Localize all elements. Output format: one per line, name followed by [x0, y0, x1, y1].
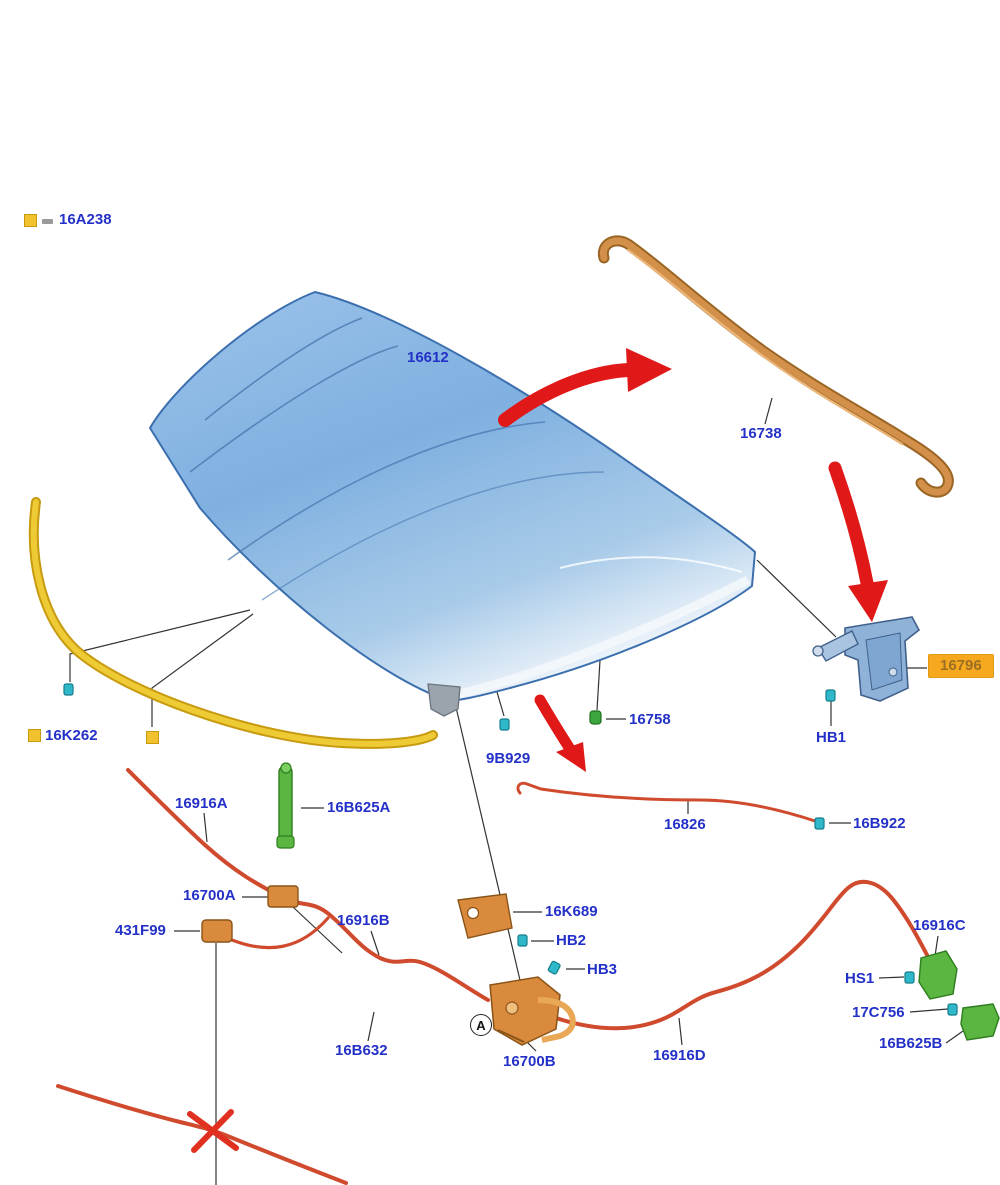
green-parts — [276, 762, 1000, 1041]
clip-9B929-icon — [499, 718, 510, 731]
part-label-9B929[interactable]: 9B929 — [486, 750, 531, 767]
orange-parts — [201, 885, 576, 1046]
clip-16B922-icon — [814, 817, 825, 830]
clip-HB2-icon — [517, 934, 528, 947]
part-label-16B632[interactable]: 16B632 — [335, 1042, 388, 1059]
part-label-16B625A[interactable]: 16B625A — [327, 799, 391, 816]
clip-431F99 — [201, 919, 233, 943]
hood-panel-16612 — [148, 290, 757, 717]
weatherstrip-16K262 — [28, 497, 438, 749]
clip-HB1-icon — [825, 689, 836, 702]
release-cable-rear — [548, 879, 935, 1031]
part-label-HS1[interactable]: HS1 — [845, 970, 875, 987]
clip-17C756-icon — [947, 1003, 958, 1016]
part-label-16A238[interactable]: 16A238 — [59, 211, 112, 228]
weatherstrip-square-icon — [28, 729, 41, 742]
part-label-16B922[interactable]: 16B922 — [853, 815, 906, 832]
direction-arrows — [498, 348, 888, 772]
hood-seal-16738 — [597, 235, 954, 498]
part-label-17C756[interactable]: 17C756 — [852, 1004, 905, 1021]
retainer-clips — [63, 683, 958, 1016]
part-label-16738[interactable]: 16738 — [740, 425, 782, 442]
clip-HB3-icon — [547, 960, 561, 975]
part-label-16K262[interactable]: 16K262 — [45, 727, 98, 744]
hood-latch-16700B — [489, 976, 576, 1046]
part-label-HB3[interactable]: HB3 — [587, 961, 618, 978]
part-label-16700B[interactable]: 16700B — [503, 1053, 556, 1070]
latch-16916C — [918, 950, 958, 1000]
hood-hinge-16796 — [812, 616, 921, 702]
release-cable-front — [126, 768, 490, 1002]
part-label-16826[interactable]: 16826 — [664, 816, 706, 833]
legend-clip-icon — [42, 219, 53, 224]
prop-rod-clip-16B625A — [276, 762, 295, 849]
view-callout-a: A — [470, 1014, 492, 1036]
part-label-431F99[interactable]: 431F99 — [115, 922, 166, 939]
striker-16K689 — [457, 893, 513, 939]
part-label-16612[interactable]: 16612 — [407, 349, 449, 366]
part-label-16916B[interactable]: 16916B — [337, 912, 390, 929]
bumper-16758-icon — [589, 710, 602, 725]
part-label-16916A[interactable]: 16916A — [175, 795, 228, 812]
part-label-16916D[interactable]: 16916D — [653, 1047, 706, 1064]
clip-16K262-icon — [63, 683, 74, 696]
rod-16826 — [516, 781, 820, 824]
legend-square-icon — [24, 214, 37, 227]
guide-16700A — [267, 885, 299, 908]
part-label-HB2[interactable]: HB2 — [556, 932, 587, 949]
part-label-16B625B[interactable]: 16B625B — [879, 1035, 943, 1052]
part-label-16916C[interactable]: 16916C — [913, 917, 966, 934]
clip-HS1-icon — [904, 971, 915, 984]
part-label-HB1[interactable]: HB1 — [816, 729, 847, 746]
part-label-16700A[interactable]: 16700A — [183, 887, 236, 904]
cable-bottom-left — [56, 1084, 348, 1185]
weatherstrip-square-icon-2 — [146, 731, 159, 744]
part-label-16K689[interactable]: 16K689 — [545, 903, 598, 920]
part-label-16796-highlighted[interactable]: 16796 — [928, 654, 994, 678]
bracket-16B625B — [960, 1003, 1000, 1041]
part-label-16758[interactable]: 16758 — [629, 711, 671, 728]
